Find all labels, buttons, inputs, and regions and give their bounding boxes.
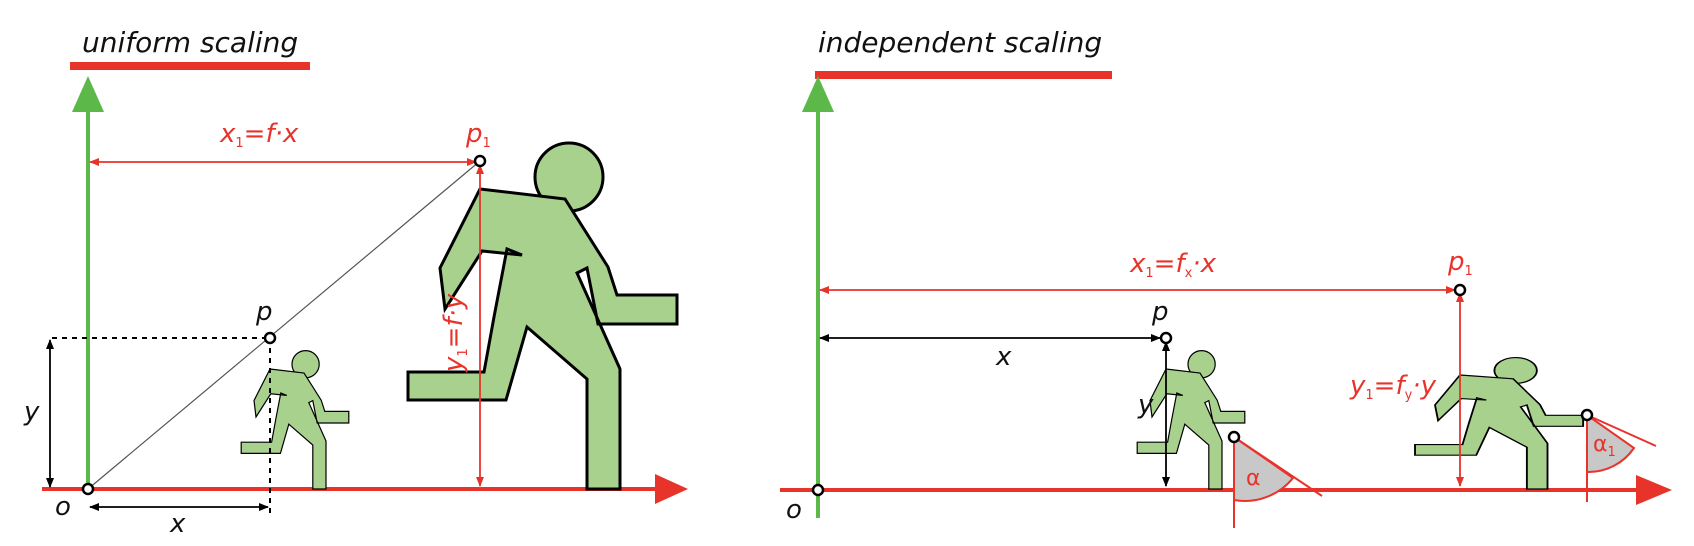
right-title-underline [815, 71, 1112, 79]
left-x1-formula: x1=f·x [219, 119, 299, 151]
right-y1-formula: y1=fy·y [1349, 371, 1437, 403]
left-scaling-ray [87, 160, 481, 490]
right-panel-title: independent scaling [818, 26, 1102, 59]
left-small-runner [240, 350, 350, 490]
right-point-p1 [1453, 283, 1467, 297]
left-origin-point [81, 482, 95, 496]
left-y-axis-arrowhead [72, 76, 104, 112]
right-y-axis-arrowhead [802, 76, 834, 112]
right-p1-label: p1 [1447, 247, 1473, 279]
right-alpha-label: α [1246, 466, 1261, 491]
left-p-label: p [255, 297, 273, 327]
right-point-p [1159, 331, 1173, 345]
left-y1-formula: y1=f·y [439, 293, 471, 373]
right-alpha1-ray [1586, 414, 1657, 447]
left-y-label: y [23, 397, 40, 427]
right-alpha-wedge [1233, 435, 1295, 502]
right-p-label: p [1151, 297, 1169, 327]
left-panel-title: uniform scaling [82, 26, 298, 59]
left-panel: uniform scaling o p x y p1 x1=f·x [23, 26, 688, 539]
right-origin-point [811, 483, 825, 497]
right-alpha-vertex [1227, 430, 1241, 444]
right-alpha1-wedge [1586, 413, 1636, 474]
left-p1-label: p1 [465, 119, 491, 151]
left-point-p [263, 331, 277, 345]
left-x-axis-arrowhead [655, 474, 688, 504]
right-alpha-ray [1233, 436, 1323, 497]
right-x1-formula: x1=fx·x [1129, 249, 1217, 281]
left-origin-label: o [55, 492, 71, 522]
right-x-axis-arrowhead [1636, 475, 1672, 505]
right-alpha1-vertex [1580, 408, 1594, 422]
left-x-label: x [169, 509, 186, 539]
right-y-label: y [1137, 390, 1154, 420]
right-stretched-runner [1414, 356, 1585, 490]
left-point-p1 [473, 154, 487, 168]
left-title-underline [70, 62, 310, 70]
right-alpha1-label: α1 [1593, 432, 1616, 460]
right-panel: independent scaling o p x [780, 26, 1672, 528]
right-origin-label: o [786, 495, 802, 525]
right-x-label: x [995, 342, 1012, 372]
